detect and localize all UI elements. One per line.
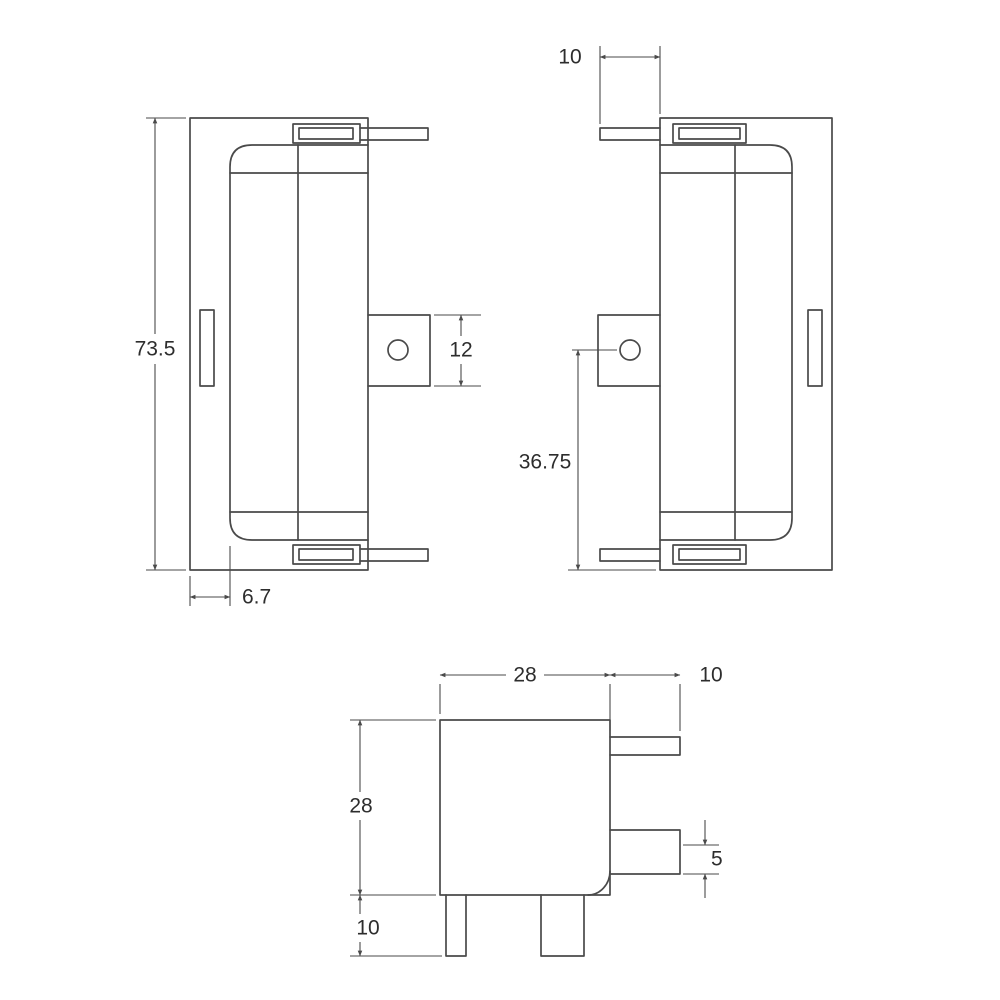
label-background xyxy=(443,336,479,364)
dim-label-top-pin-length: 10 xyxy=(356,917,379,940)
side-top-slot-inner xyxy=(678,127,741,140)
side-bottom-slot-outer xyxy=(672,544,747,565)
front-bottom-pin xyxy=(359,548,429,562)
side-plate-outline xyxy=(659,117,833,571)
side-top-pin xyxy=(599,127,661,141)
front-body-outline xyxy=(229,144,369,541)
front-top-slot-outer xyxy=(292,123,361,144)
front-bottom-slot-outer xyxy=(292,544,361,565)
dim-side-hole-center-height: 36.75 xyxy=(519,349,656,571)
dim-label-top-depth: 28 xyxy=(349,795,372,818)
dim-front-bracket-tab-width: 12 xyxy=(434,314,481,387)
front-top-slot-inner xyxy=(298,127,354,140)
dim-label-flange-length: 10 xyxy=(699,664,722,687)
label-background xyxy=(506,661,544,689)
dim-label-top-width: 28 xyxy=(513,664,536,687)
dim-label-body-offset: 6.7 xyxy=(242,586,271,609)
dim-top-flange-length: 10 xyxy=(609,664,723,687)
front-top-pin xyxy=(359,127,429,141)
dim-label-front-height: 73.5 xyxy=(135,338,176,361)
front-bottom-slot-inner xyxy=(298,548,354,561)
side-body-outline xyxy=(659,144,793,541)
top-bracket-tab xyxy=(609,829,681,875)
dim-label-bracket-thickness: 5 xyxy=(711,848,723,871)
front-plate-outline xyxy=(189,117,369,571)
front-bracket-tab xyxy=(367,314,431,387)
dim-label-side-pin-length: 10 xyxy=(558,46,581,69)
dim-side-pin-length: 10 xyxy=(558,46,661,124)
dim-front-overall-height: 73.5 xyxy=(126,117,186,571)
side-bottom-pin xyxy=(599,548,661,562)
top-body-outline xyxy=(439,719,611,896)
top-pin-right xyxy=(540,894,585,957)
dim-label-hole-center-height: 36.75 xyxy=(519,451,572,474)
front-view xyxy=(189,117,431,571)
side-bottom-slot-inner xyxy=(678,548,741,561)
dim-top-body-depth: 28 xyxy=(342,719,436,896)
top-corner-fillet xyxy=(587,870,611,896)
label-background xyxy=(126,334,184,364)
dim-front-body-offset: 6.7 xyxy=(189,546,271,609)
side-view xyxy=(597,117,833,571)
label-background xyxy=(342,792,380,820)
front-mounting-hole xyxy=(387,339,409,361)
front-left-slot xyxy=(199,309,215,387)
dim-top-bracket-thickness: 5 xyxy=(683,820,723,898)
side-top-slot-outer xyxy=(672,123,747,144)
dim-label-bracket-width: 12 xyxy=(449,339,472,362)
top-view xyxy=(439,719,681,957)
top-flange-tab xyxy=(609,736,681,756)
dim-top-body-width: 28 xyxy=(439,661,681,731)
side-right-slot xyxy=(807,309,823,387)
dim-top-pin-length: 10 xyxy=(350,894,442,957)
side-mounting-hole xyxy=(619,339,641,361)
label-background xyxy=(350,914,386,942)
top-pin-left xyxy=(445,894,467,957)
